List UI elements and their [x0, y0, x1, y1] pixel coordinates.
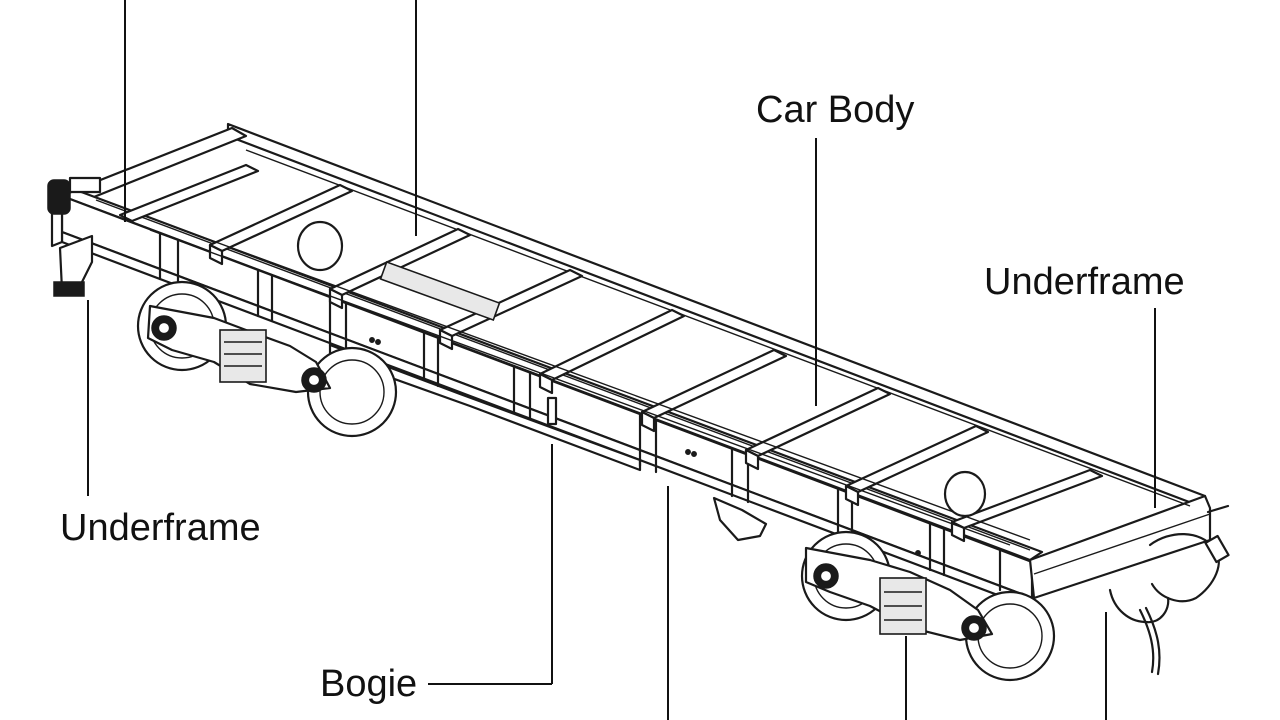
label-underframe-left: Underframe [60, 507, 261, 549]
car-frame [50, 122, 1212, 610]
label-bogie: Bogie [320, 663, 417, 705]
bogie-right [800, 530, 1056, 682]
coupler-right [1108, 504, 1230, 676]
label-car-body: Car Body [756, 89, 914, 131]
coupler-left [47, 176, 102, 297]
bogie-left [136, 280, 398, 438]
label-underframe-right: Underframe [984, 261, 1185, 303]
sill-stiffeners [158, 231, 1002, 592]
rivets [369, 337, 921, 556]
center-sill [149, 220, 1031, 546]
leader-lines [87, 0, 1156, 720]
cross-members [118, 163, 1104, 543]
underfloor-bracket [712, 496, 768, 542]
